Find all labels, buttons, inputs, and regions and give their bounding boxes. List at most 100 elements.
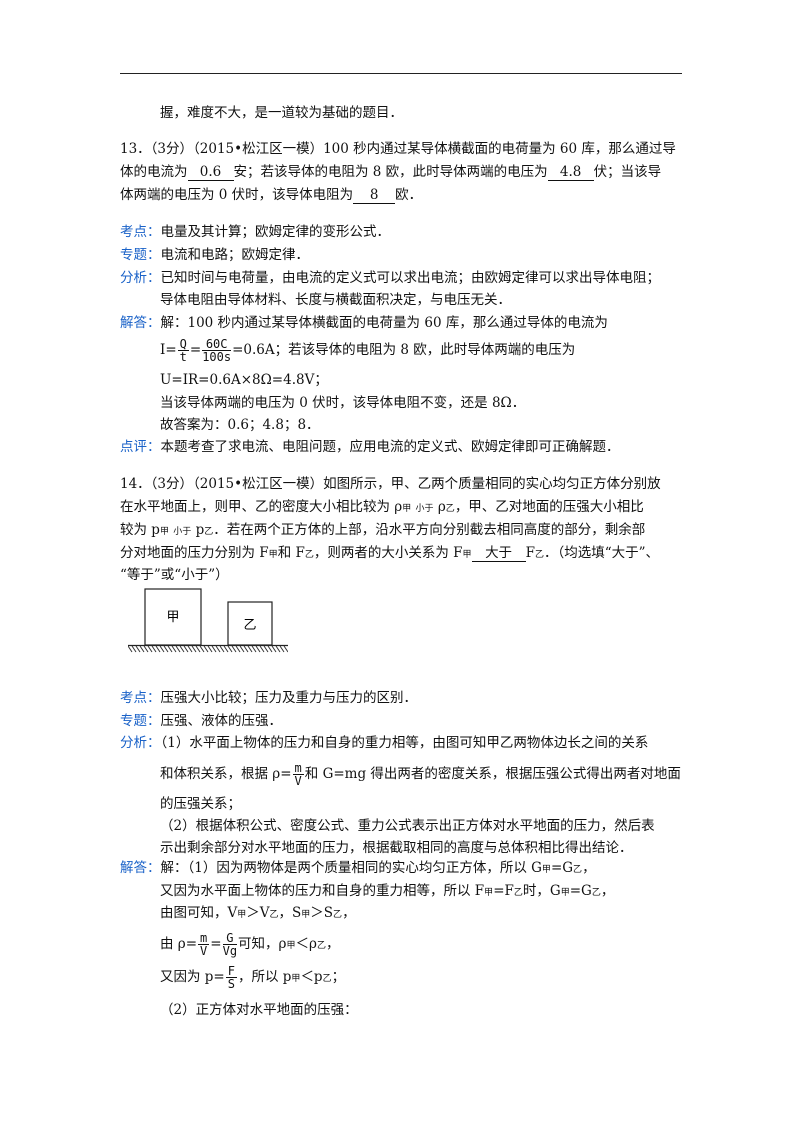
frac-num: G	[222, 932, 238, 945]
sub-jia: 甲	[286, 941, 296, 951]
sub-yi: 乙	[573, 865, 583, 875]
q14-fenxi-text: 和 G=mg 得出两者的密度关系，根据压强公式得出两者对地面	[304, 766, 681, 782]
q14-text: 和 F	[277, 545, 305, 561]
q14-jieda-text: 由 ρ=	[160, 936, 198, 952]
sub-yi: 乙	[322, 974, 332, 984]
q14-jieda: 解答：解：（1）因为两物体是两个质量相同的实心均匀正方体，所以 G甲=G乙，	[120, 858, 596, 880]
hatch-mark	[151, 645, 157, 653]
q13-zhuanti-text: 电流和电路；欧姆定律．	[160, 247, 310, 263]
q13-jieda-3: U=IR=0.6A×8Ω=4.8V；	[160, 372, 328, 388]
sub-yi: 乙	[445, 504, 455, 514]
hatch-mark	[227, 645, 233, 653]
q14-text: ．（均选填“大于”、	[543, 545, 660, 561]
f-symbol: F	[525, 545, 535, 561]
hatch-mark	[219, 645, 225, 653]
hatch-mark	[251, 645, 257, 653]
label-kaodian: 考点：	[120, 690, 161, 706]
q13-fenxi-2: 导体电阻由导体材料、长度与横截面积决定，与电压无关．	[160, 292, 511, 308]
frac-den: t	[179, 350, 187, 364]
hatch-mark	[211, 645, 217, 653]
q14-zhuanti: 专题：压强、液体的压强．	[120, 711, 282, 731]
q14-jieda-text: ＞S	[310, 905, 334, 921]
frac-den: V	[294, 774, 302, 788]
hatch-mark	[203, 645, 209, 653]
label-fenxi: 分析：	[120, 270, 161, 286]
frac-num: F	[225, 964, 237, 978]
hatch-mark	[267, 645, 273, 653]
q13-formula-text: I=	[160, 342, 177, 358]
q14-jieda-text: ＜ρ	[295, 936, 317, 952]
sub-yi: 乙	[204, 527, 214, 537]
sub-yi: 乙	[304, 550, 314, 560]
q14-text: 在水平地面上，则甲、乙的密度大小相比较为 ρ	[120, 499, 403, 515]
q13-text: 欧．	[395, 187, 423, 203]
answer-xiaoyu: 小于	[173, 527, 192, 537]
q14-jieda-2: 又因为水平面上物体的压力和自身的重力相等，所以 F甲=F乙时，G甲=G乙，	[160, 881, 614, 903]
header-rule	[120, 73, 682, 74]
q14-text: ，则两者的大小关系为 F	[313, 545, 463, 561]
hatch-mark	[255, 645, 261, 653]
hatch-mark	[239, 645, 245, 653]
q13-dianping-text: 本题考查了求电流、电阻问题，应用电流的定义式、欧姆定律即可正确解题．	[160, 439, 620, 455]
sub-yi: 乙	[269, 910, 279, 920]
sub-jia: 甲	[159, 527, 169, 537]
p-symbol: p	[195, 522, 205, 538]
q13-kaodian: 考点：电量及其计算；欧姆定律的变形公式．	[120, 222, 390, 242]
q13-dianping: 点评：本题考查了求电流、电阻问题，应用电流的定义式、欧姆定律即可正确解题．	[120, 437, 620, 457]
q13-jieda-5: 故答案为：0.6；4.8；8．	[160, 417, 320, 433]
cube-jia-label: 甲	[166, 610, 179, 625]
hatch-mark	[131, 645, 137, 653]
hatch-mark	[271, 645, 277, 653]
q14-line3: 较为 p甲 小于 p乙．若在两个正方体的上部，沿水平方向分别截去相同高度的部分，…	[120, 520, 645, 542]
q13-line1: 13．（3分）（2015•松江区一模）100 秒内通过某导体横截面的电荷量为 6…	[120, 141, 676, 157]
q14-jieda-text: ，S	[278, 905, 302, 921]
hatch-mark	[167, 645, 173, 653]
q13-answer-3: 8	[353, 187, 396, 204]
q13-kaodian-text: 电量及其计算；欧姆定律的变形公式．	[160, 224, 391, 240]
q13-answer-2: 4.8	[547, 164, 594, 181]
q14-jieda-text: 由图可知，V	[160, 905, 238, 921]
q14-kaodian-text: 压强大小比较；压力及重力与压力的区别．	[160, 690, 418, 706]
sub-jia: 甲	[541, 865, 551, 875]
sub-jia: 甲	[560, 888, 570, 898]
sub-jia: 甲	[402, 504, 412, 514]
hatch-mark	[207, 645, 213, 653]
label-dianping: 点评：	[120, 439, 161, 455]
q13-text: 安；若该导体的电阻为 8 欧，此时导体两端的电压为	[233, 164, 548, 180]
cube-yi-label: 乙	[243, 618, 256, 633]
q14-jieda-3: 由图可知，V甲＞V乙，S甲＞S乙，	[160, 903, 356, 925]
q14-line2: 在水平地面上，则甲、乙的密度大小相比较为 ρ甲 小于 ρ乙，甲、乙对地面的压强大…	[120, 497, 644, 519]
hatch-mark	[183, 645, 189, 653]
hatch-mark	[283, 645, 288, 653]
sub-jia: 甲	[462, 550, 472, 560]
q14-text: 分对地面的压力分别为 F	[120, 545, 269, 561]
q14-jieda-text: ；	[331, 969, 346, 985]
frac-den: Vg	[222, 944, 238, 958]
cubes-figure: 甲 乙	[128, 588, 288, 653]
sub-jia: 甲	[291, 974, 301, 984]
q14-jieda-text: ＞V	[246, 905, 270, 921]
sub-yi: 乙	[534, 550, 544, 560]
q14-jieda-6: （2）正方体对水平地面的压强：	[160, 1002, 358, 1018]
rho-symbol: ρ	[437, 499, 446, 515]
q14-jieda-text: ，	[600, 883, 615, 899]
hatch-mark	[235, 645, 241, 653]
q13-fenxi: 分析：已知时间与电荷量，由电流的定义式可以求出电流；由欧姆定律可以求出导体电阻；	[120, 268, 660, 288]
q14-fenxi-text: （1）水平面上物体的压力和自身的重力相等，由图可知甲乙两物体边长之间的关系	[160, 735, 649, 751]
label-jieda: 解答：	[120, 315, 161, 331]
hatch-mark	[279, 645, 285, 653]
sub-yi: 乙	[591, 888, 601, 898]
hatch-mark	[139, 645, 145, 653]
hatch-mark	[163, 645, 169, 653]
hatch-mark	[135, 645, 141, 653]
hatch-mark	[143, 645, 149, 653]
q13-formula-text: =0.6A；若该导体的电阻为 8 欧，此时导体两端的电压为	[232, 342, 576, 358]
q14-text: ．若在两个正方体的上部，沿水平方向分别截去相同高度的部分，剩余部	[213, 522, 646, 538]
frac-num: Q	[177, 337, 189, 351]
